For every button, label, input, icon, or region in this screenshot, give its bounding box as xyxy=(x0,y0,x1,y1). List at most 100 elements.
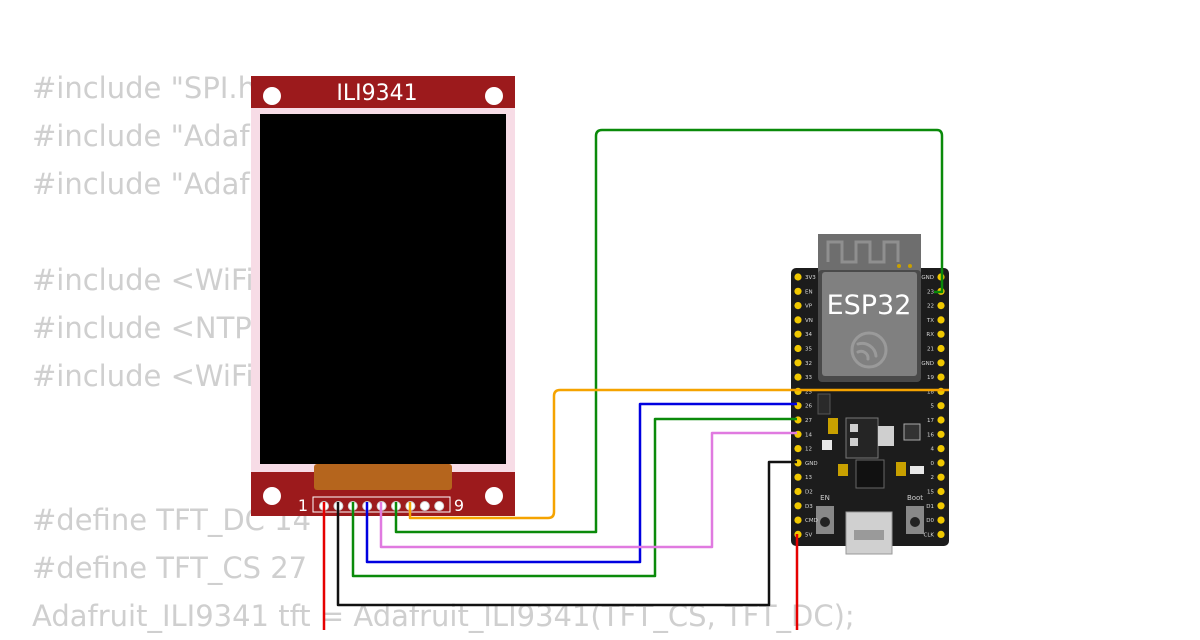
usb-opening xyxy=(854,530,884,540)
esp32-pin[interactable] xyxy=(794,273,802,281)
esp32-pin-label: 12 xyxy=(805,447,812,453)
wire-pink[interactable] xyxy=(379,431,797,549)
en-button-cap xyxy=(820,517,830,527)
boot-button-label: Boot xyxy=(907,494,923,502)
code-line: #define TFT_DC 14 xyxy=(32,503,312,537)
esp32-pin[interactable] xyxy=(794,373,802,381)
esp32-pin-label: 4 xyxy=(931,447,935,453)
display-title: ILI9341 xyxy=(336,81,417,106)
esp32-pin[interactable] xyxy=(794,445,802,453)
wire-green-dc[interactable] xyxy=(394,128,944,534)
esp32-pin-label: 3V3 xyxy=(805,275,816,281)
esp32-pin-label: 27 xyxy=(805,418,812,424)
esp32-pin-label: VP xyxy=(805,304,813,310)
wire-ground[interactable] xyxy=(336,460,797,607)
esp32-pin[interactable] xyxy=(794,316,802,324)
esp32-pin-label: 14 xyxy=(805,432,812,438)
smd-component xyxy=(817,393,831,415)
smd-component xyxy=(910,466,924,474)
antenna-trace xyxy=(826,240,900,264)
esp32-pin[interactable] xyxy=(794,473,802,481)
esp32-pin[interactable] xyxy=(937,316,945,324)
esp32-pin[interactable] xyxy=(937,344,945,353)
ili9341-display[interactable]: ILI9341 1 9 xyxy=(251,76,515,516)
esp32-pin[interactable] xyxy=(937,459,945,467)
esp32-pin[interactable] xyxy=(794,302,802,310)
esp32-pin-label: 0 xyxy=(931,461,935,467)
esp32-pin[interactable] xyxy=(937,402,945,410)
esp32-pin-label: 22 xyxy=(927,304,934,310)
esp32-pin[interactable] xyxy=(937,516,945,524)
esp32-pin[interactable] xyxy=(937,473,945,481)
capacitor xyxy=(828,418,838,434)
esp32-pin-label: CLK xyxy=(923,532,934,538)
display-pin-header[interactable] xyxy=(319,501,445,511)
esp32-pin-label: 13 xyxy=(805,475,812,481)
en-button-label: EN xyxy=(820,494,830,502)
esp32-pin-label: VN xyxy=(805,318,813,324)
esp32-pin-label: CMD xyxy=(805,518,818,524)
esp32-pin-label: 17 xyxy=(927,418,934,424)
espressif-logo-icon xyxy=(850,331,888,369)
esp32-pin-label: RX xyxy=(926,332,934,338)
capacitor xyxy=(838,464,848,476)
esp32-pin[interactable] xyxy=(794,516,802,524)
chip-pad xyxy=(850,438,858,446)
module-label: ESP32 xyxy=(827,290,912,321)
esp32-pin[interactable] xyxy=(937,359,945,367)
led xyxy=(822,440,832,450)
esp32-pin[interactable] xyxy=(937,487,945,496)
esp32-pin[interactable] xyxy=(794,487,802,496)
esp32-pin-label: 32 xyxy=(805,361,812,367)
display-screen[interactable] xyxy=(260,114,506,464)
esp32-pin[interactable] xyxy=(794,287,802,295)
esp32-pin[interactable] xyxy=(937,445,945,453)
chip-pad xyxy=(850,424,858,432)
esp32-pin-label: D3 xyxy=(805,504,813,510)
wires[interactable] xyxy=(322,128,949,630)
esp32-pin[interactable] xyxy=(937,502,945,510)
esp32-pin-label: GND xyxy=(921,361,934,367)
antenna-pad xyxy=(897,264,901,268)
mounting-hole xyxy=(485,487,503,505)
esp32-pin-label: 23 xyxy=(927,289,934,295)
antenna-pad xyxy=(908,264,912,268)
esp32-pin-label: 33 xyxy=(805,375,812,381)
pin-last-label: 9 xyxy=(454,496,464,515)
esp32-pin-label: GND xyxy=(805,461,818,467)
mounting-hole xyxy=(263,87,281,105)
wire-green[interactable] xyxy=(351,417,797,578)
esp32-pin[interactable] xyxy=(794,344,802,353)
usb-uart-chip xyxy=(855,459,885,489)
esp32-pin-label: 26 xyxy=(805,404,812,410)
wire-blue[interactable] xyxy=(365,402,797,564)
esp32-pin-label: D1 xyxy=(926,504,934,510)
esp32-pin[interactable] xyxy=(794,359,802,367)
esp32-pin-label: 34 xyxy=(805,332,812,338)
esp32-pin-label: 15 xyxy=(927,490,934,496)
code-line: #define TFT_CS 27 xyxy=(32,551,308,585)
esp32-pin[interactable] xyxy=(937,373,945,381)
esp32-devkit[interactable]: ESP32 EN Boot 3V3ENVPVN34353233252627141… xyxy=(791,234,949,555)
esp32-pin[interactable] xyxy=(794,330,802,338)
module-shield xyxy=(822,272,917,376)
esp32-pin[interactable] xyxy=(937,430,945,438)
esp32-pin[interactable] xyxy=(937,330,945,338)
chip-tab xyxy=(878,426,894,446)
esp32-pin-label: 5V xyxy=(805,532,812,538)
mounting-hole xyxy=(485,87,503,105)
esp32-pin[interactable] xyxy=(794,502,802,510)
esp32-pin-label: 19 xyxy=(927,375,934,381)
boot-button-cap xyxy=(910,517,920,527)
esp32-pin[interactable] xyxy=(937,302,945,310)
display-pin[interactable] xyxy=(434,501,445,511)
esp32-pin-label: 18 xyxy=(927,389,934,395)
display-ribbon-cable xyxy=(314,464,452,490)
display-pin[interactable] xyxy=(419,501,430,511)
esp32-pin-label: 16 xyxy=(927,432,934,438)
esp32-pin[interactable] xyxy=(937,416,945,424)
esp32-pin[interactable] xyxy=(937,530,945,539)
esp32-pin-label: D0 xyxy=(926,518,934,524)
wire-orange[interactable] xyxy=(408,388,949,520)
